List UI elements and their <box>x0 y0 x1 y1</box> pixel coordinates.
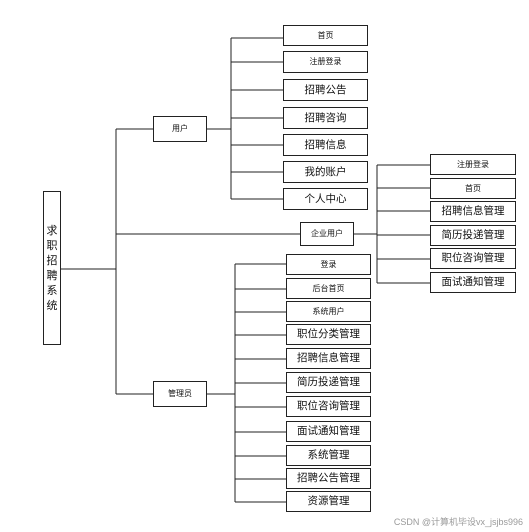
user-node-register-login: 注册登录 <box>283 51 368 73</box>
root-char: 招 <box>46 254 58 267</box>
root-node-recruitment-system: 求 职 招 聘 系 统 <box>43 191 61 345</box>
root-char: 职 <box>46 239 58 252</box>
admin-node-system-manage: 系统管理 <box>286 445 371 466</box>
enterprise-node-recruit-info-manage: 招聘信息管理 <box>430 201 516 222</box>
root-char: 聘 <box>46 269 58 282</box>
user-node-recruit-consult: 招聘咨询 <box>283 107 368 129</box>
admin-node-resource-manage: 资源管理 <box>286 491 371 512</box>
user-node-my-account: 我的账户 <box>283 161 368 183</box>
enterprise-node-register-login: 注册登录 <box>430 154 516 175</box>
enterprise-node-resume-delivery-manage: 简历投递管理 <box>430 225 516 246</box>
root-char: 统 <box>46 299 58 312</box>
root-char: 系 <box>46 284 58 297</box>
user-node-recruit-info: 招聘信息 <box>283 134 368 156</box>
admin-node-job-category-manage: 职位分类管理 <box>286 324 371 345</box>
admin-node-job-consult-manage: 职位咨询管理 <box>286 396 371 417</box>
admin-node-resume-delivery-manage: 简历投递管理 <box>286 372 371 393</box>
admin-node-system-users: 系统用户 <box>286 301 371 322</box>
admin-node-recruit-info-manage: 招聘信息管理 <box>286 348 371 369</box>
user-node-personal-center: 个人中心 <box>283 188 368 210</box>
branch-node-admin: 管理员 <box>153 381 207 407</box>
enterprise-node-interview-notice-manage: 面试通知管理 <box>430 272 516 293</box>
admin-node-recruit-notice-manage: 招聘公告管理 <box>286 468 371 489</box>
enterprise-node-job-consult-manage: 职位咨询管理 <box>430 248 516 269</box>
branch-node-enterprise-user: 企业用户 <box>300 222 354 246</box>
user-node-home: 首页 <box>283 25 368 46</box>
watermark-text: CSDN @计算机毕设vx_jsjbs996 <box>393 517 523 527</box>
admin-node-interview-notice-manage: 面试通知管理 <box>286 421 371 442</box>
enterprise-node-home: 首页 <box>430 178 516 199</box>
admin-node-backend-home: 后台首页 <box>286 278 371 299</box>
admin-node-login: 登录 <box>286 254 371 275</box>
branch-node-user: 用户 <box>153 116 207 142</box>
user-node-recruit-notice: 招聘公告 <box>283 79 368 101</box>
root-char: 求 <box>46 224 58 237</box>
